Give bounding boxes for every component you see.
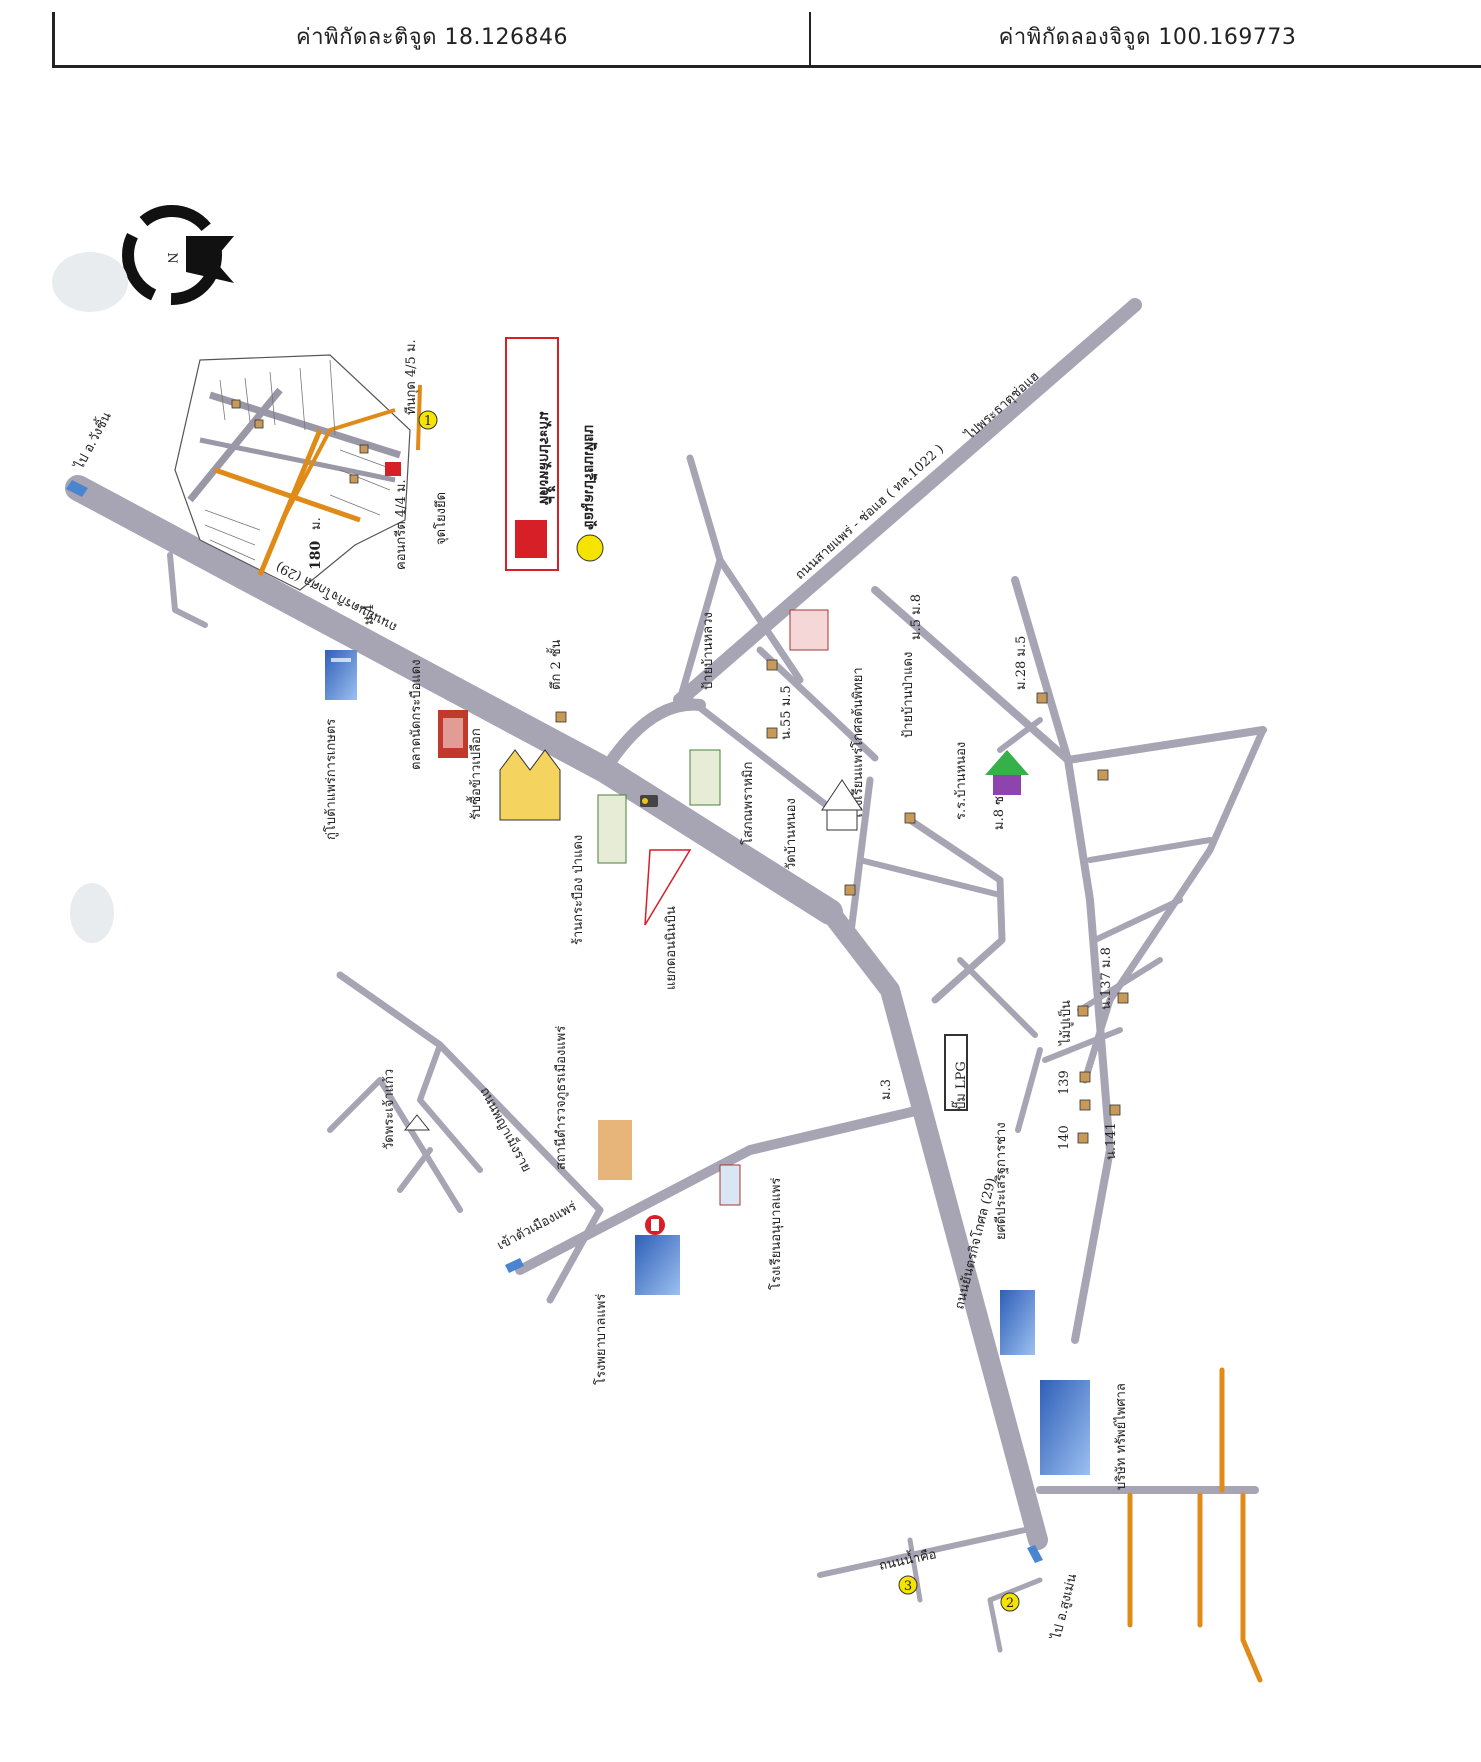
compass-north-label: N <box>164 252 179 263</box>
label-to-wang-chin: ไป อ.วังชิ้น <box>69 408 115 472</box>
label-m3: ม.3 <box>879 1079 894 1100</box>
label-post-sign: ป้ายบ้านป่าแดง <box>901 652 916 738</box>
label-lpg: ปั๊ม LPG <box>951 1061 969 1110</box>
legend-reference-label: ข้อมูลเปรียบเทียบ <box>581 425 597 530</box>
hospital-icon <box>635 1215 680 1295</box>
label-m140: 140 <box>1057 1125 1072 1150</box>
label-temple-chaem: วัดพระเจ้าแก้ว <box>382 1069 397 1150</box>
arrow-to-sung-men-icon <box>1027 1545 1043 1563</box>
minor-road-network <box>1127 1367 1263 1683</box>
school-icon <box>719 1164 741 1206</box>
traffic-light-icon <box>640 795 658 807</box>
arrow-to-town-icon <box>505 1258 524 1273</box>
label-m55: น.55 ม.5 <box>779 685 794 740</box>
direction-arrow-icon <box>644 849 692 926</box>
market-icon <box>438 710 468 758</box>
label-market: ตลาดนัดกระบือแดง <box>408 659 424 770</box>
arrow-to-wang-chin-icon <box>66 480 88 497</box>
label-buy-rice: รับซื้อข้าวเปลือก <box>466 728 484 820</box>
warehouse-icon <box>499 749 561 821</box>
legend-collateral-label: ที่ตั้งหลักประกัน <box>536 411 556 505</box>
building-icon <box>1000 1290 1035 1355</box>
police-icon <box>598 1120 632 1180</box>
label-to-sung-men: ไป อ.สูงเม่น <box>1048 1572 1080 1642</box>
label-m28: ม.28 ม.5 <box>1014 636 1029 690</box>
label-m141: น.141 <box>1104 1122 1119 1160</box>
marker-3-label: 3 <box>904 1579 912 1594</box>
label-hse-44: คอนกรีต 4/4 ม. <box>393 479 409 570</box>
school-icon <box>789 609 829 651</box>
coordinate-bar: ค่าพิกัดละติจูด 18.126846 ค่าพิกัดลองจิจ… <box>52 12 1481 68</box>
label-m58: ม.5 ม.8 <box>909 594 924 640</box>
temple-icon <box>403 1114 431 1131</box>
collateral-marker <box>385 462 401 476</box>
label-khok-mud: โสภณพราหมิก <box>740 762 756 845</box>
label-building-2fl: ตึก 2 ชั้น <box>546 639 564 690</box>
label-distance-unit: ม. <box>309 517 324 530</box>
building-icon <box>325 650 357 700</box>
house-icon <box>985 750 1029 795</box>
label-road-1022: ถนนสายแพร่ - ช่อแฮ ( ทล.1022 ) <box>793 442 947 583</box>
label-hospital: โรงพยาบาลแพร่ <box>593 1294 609 1385</box>
marker-2-icon <box>1000 1592 1020 1612</box>
label-school: โรงเรียนแพร่โกศลต้นพิทยา <box>850 667 866 820</box>
label-m81: ม.8 ซ.3 <box>992 784 1007 830</box>
label-company: บริษัท ทรัพย์ไพศาล <box>1113 1383 1129 1490</box>
compass-icon: N <box>122 205 234 305</box>
cloud-icon <box>52 252 128 943</box>
latitude-label: ค่าพิกัดละติจูด 18.126846 <box>55 12 811 65</box>
label-school-anuban: โรงเรียนอนุบาลแพร่ <box>768 1178 784 1290</box>
road-network <box>65 298 1267 1653</box>
label-phaya: ถนนพญาเม็งราย <box>476 1083 536 1174</box>
marker-2-label: 2 <box>1006 1596 1014 1611</box>
label-road-namkham: ถนนน้ำคือ <box>877 1544 938 1574</box>
legend: ที่ตั้งหลักประกัน ข้อมูลเปรียบเทียบ <box>505 337 604 571</box>
label-intersection: แยกดอนนินบิน <box>664 906 679 990</box>
legend-reference-swatch <box>576 534 604 562</box>
label-prasit: ยศดีประเสริฐการช่าง <box>993 1122 1009 1240</box>
label-coop: กู่โบต้าแพร่การเกษตร <box>323 719 339 840</box>
label-post-sign-2: ป้ายบ้านหลวง <box>701 612 716 690</box>
label-bannong: ร.ร.บ้านหนอง <box>954 742 969 820</box>
label-hse-45: ทีนกุด 4/5 ม. <box>403 339 419 415</box>
marker-3-icon <box>898 1575 918 1595</box>
marker-1-label: 1 <box>424 414 432 429</box>
label-m139: 139 <box>1057 1070 1072 1095</box>
route-arrows <box>66 480 1043 1563</box>
shop-icon <box>689 749 721 806</box>
label-m137: น.137 ม.8 <box>1099 947 1114 1010</box>
label-thai-mai: ไม้ปูเป็น <box>1056 1000 1074 1046</box>
shop-icon <box>597 794 627 864</box>
legend-collateral-swatch <box>515 520 547 558</box>
longitude-label: ค่าพิกัดลองจิจูด 100.169773 <box>998 25 1297 50</box>
label-police: สถานีตำรวจภูธรเมืองแพร่ <box>553 1026 569 1170</box>
label-survey-point: จุดโยงยึด <box>433 492 449 545</box>
label-m4: ม.4 <box>362 604 377 625</box>
marker-1-icon <box>418 410 438 430</box>
label-traffic-shop: ร้านกระบือง ป่าแดง <box>570 835 586 945</box>
label-to-phrathat: ไปพระธาตุช่อแฮ <box>961 368 1042 443</box>
gas-station-icon <box>944 1034 968 1111</box>
house-markers <box>231 399 1129 1144</box>
temple-icon <box>821 779 863 831</box>
label-distance: 180 <box>308 541 324 570</box>
building-icon <box>1040 1380 1090 1475</box>
label-temple: วัดบ้านหนอง <box>784 798 799 870</box>
